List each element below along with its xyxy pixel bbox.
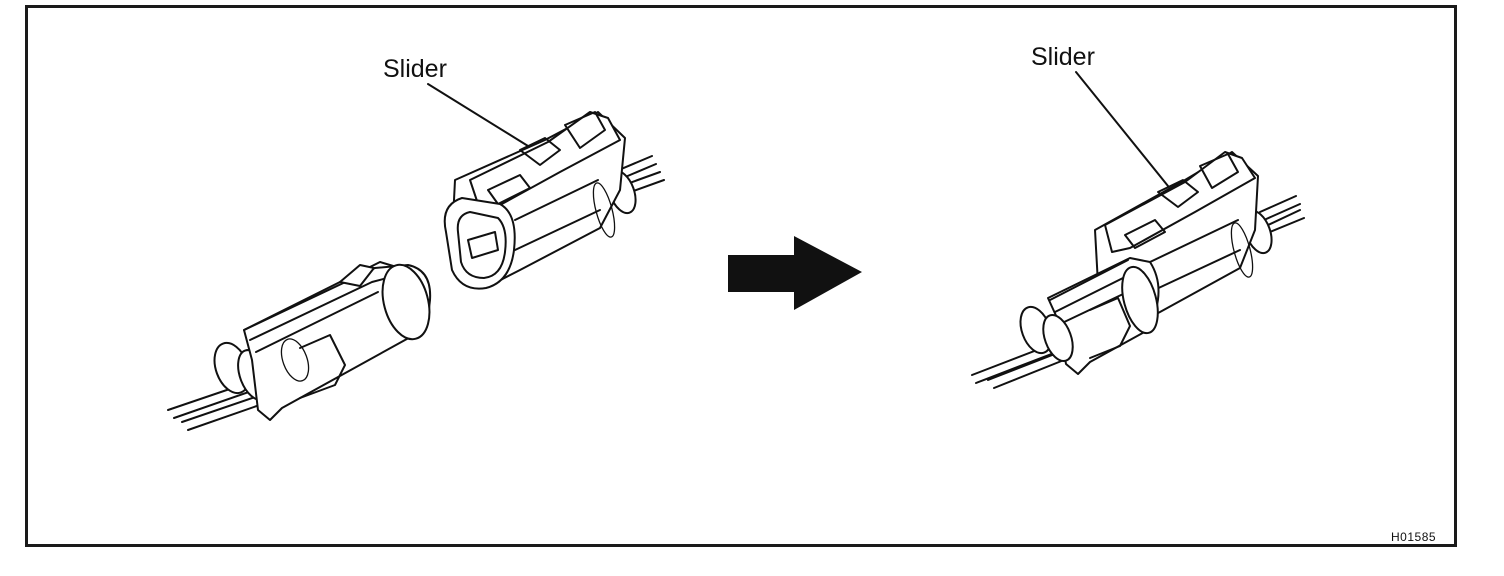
- figure-code: H01585: [1391, 530, 1437, 544]
- female-connector-left: [427, 83, 665, 290]
- slider-label-right: Slider: [1031, 43, 1095, 71]
- mated-connectors-right: [971, 71, 1305, 389]
- male-connector-left: [167, 261, 432, 431]
- slider-label-left: Slider: [383, 55, 447, 83]
- figure-border: [25, 5, 1457, 547]
- arrow-right-icon: [728, 236, 862, 310]
